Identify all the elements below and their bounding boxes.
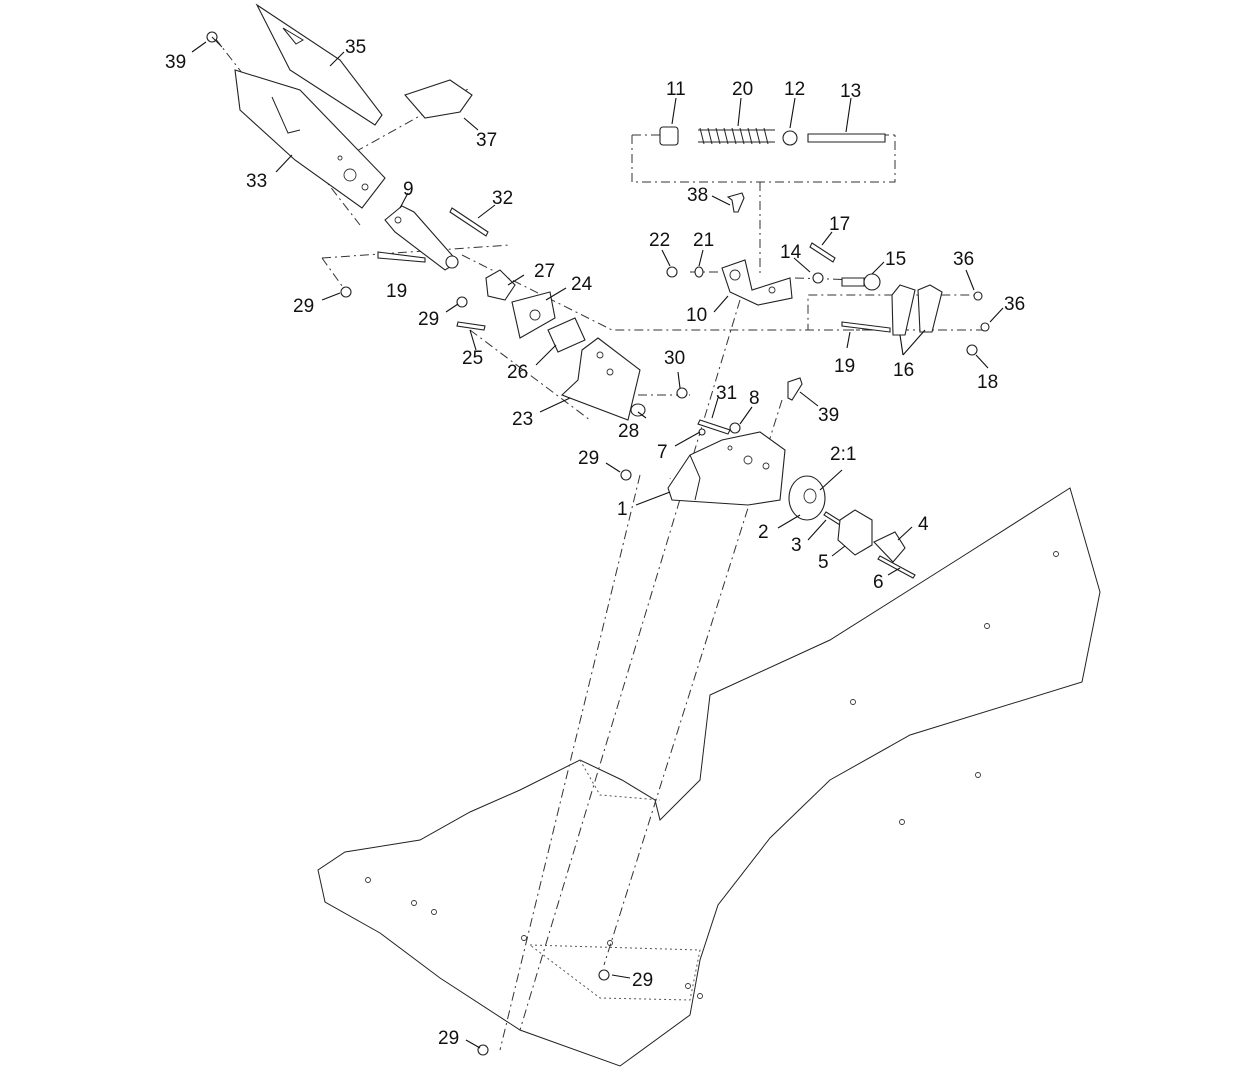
- switch-5: [837, 509, 873, 556]
- bolt-32: [449, 207, 489, 237]
- disc-2: [788, 475, 826, 521]
- callout-11: 11: [666, 79, 686, 100]
- bolt-19-left: [377, 251, 426, 263]
- callout-10: 10: [686, 305, 707, 326]
- callout-17: 17: [829, 214, 850, 235]
- callout-18: 18: [977, 372, 998, 393]
- nut-18: [966, 344, 978, 356]
- nut-36b: [980, 322, 990, 332]
- rod-end-15: [863, 273, 881, 291]
- nut-29c: [620, 469, 632, 481]
- spring-20: [698, 127, 775, 145]
- bolt-39-top: [206, 31, 223, 48]
- washer-21: [694, 266, 704, 278]
- callout-32: 32: [492, 188, 513, 209]
- callout-26: 26: [507, 362, 528, 383]
- callout-6: 6: [873, 572, 884, 593]
- callout-21: 21: [693, 230, 714, 251]
- callout-13: 13: [840, 81, 861, 102]
- callout-29: 29: [293, 296, 314, 317]
- callout-9: 9: [403, 179, 414, 200]
- callout-19: 19: [386, 281, 407, 302]
- callout-38: 38: [687, 185, 708, 206]
- nut-29a: [340, 286, 352, 298]
- bolt-8: [729, 422, 741, 434]
- plate-26: [547, 317, 586, 353]
- callout-5: 5: [818, 552, 829, 573]
- brackets-16: [891, 284, 943, 336]
- callout-7: 7: [657, 442, 668, 463]
- callout-28: 28: [618, 421, 639, 442]
- bushing-11: [659, 126, 679, 146]
- callout-25: 25: [462, 348, 483, 369]
- callout-36: 36: [1004, 294, 1025, 315]
- callout-39: 39: [165, 52, 186, 73]
- callout-3: 3: [791, 535, 802, 556]
- nut-14: [812, 272, 824, 284]
- nut-30: [676, 387, 688, 399]
- callout-29: 29: [418, 309, 439, 330]
- pedal-pad: [404, 79, 473, 119]
- callout-2-1: 2:1: [830, 444, 856, 465]
- bolt-19-right: [841, 321, 891, 333]
- bracket-23: [560, 337, 641, 421]
- callout-36: 36: [953, 249, 974, 270]
- pedal-top-plate: [255, 3, 383, 126]
- rod-13: [807, 133, 886, 143]
- callout-27: 27: [534, 261, 555, 282]
- callout-30: 30: [664, 348, 685, 369]
- pin-31: [697, 419, 731, 435]
- callout-20: 20: [732, 79, 753, 100]
- main-bracket-1: [667, 431, 786, 506]
- bracket-27: [485, 269, 516, 301]
- pin-25: [456, 321, 486, 331]
- nut-29b: [456, 296, 468, 308]
- callout-1: 1: [617, 499, 628, 520]
- leader-lines: [191, 41, 1004, 1049]
- callout-16: 16: [893, 360, 914, 381]
- nut-29e: [477, 1044, 489, 1056]
- callout-4: 4: [918, 514, 929, 535]
- callout-15: 15: [885, 249, 906, 270]
- nut-36a: [973, 291, 983, 301]
- nut-29d: [598, 969, 610, 981]
- callouts: 39 35 37 33 9 32 11 20 12 13 38 22 21 17…: [165, 37, 1025, 1049]
- callout-8: 8: [749, 388, 760, 409]
- callout-24: 24: [571, 274, 593, 295]
- floor-plate: [317, 487, 1101, 1067]
- callout-35: 35: [345, 37, 366, 58]
- callout-37: 37: [476, 130, 497, 151]
- callout-2: 2: [758, 522, 769, 543]
- pedal-body: [234, 69, 386, 209]
- bolt-38: [726, 192, 745, 213]
- rod-end-shaft: [841, 277, 865, 287]
- callout-29: 29: [438, 1028, 459, 1049]
- cover-4: [873, 531, 906, 563]
- callout-29: 29: [632, 970, 653, 991]
- callout-29: 29: [578, 448, 599, 469]
- plate-24: [511, 291, 556, 339]
- callout-31: 31: [716, 383, 737, 404]
- nut-22: [666, 266, 678, 278]
- bolt-17: [809, 242, 836, 263]
- callout-14: 14: [780, 242, 802, 263]
- callout-23: 23: [512, 409, 533, 430]
- washer-12: [782, 130, 798, 146]
- washer-28: [630, 403, 646, 417]
- callout-19: 19: [834, 356, 855, 377]
- callout-12: 12: [784, 79, 805, 100]
- callout-22: 22: [649, 230, 670, 251]
- callout-33: 33: [246, 171, 267, 192]
- callout-39: 39: [818, 405, 839, 426]
- bracket-10: [721, 259, 793, 306]
- screw-6: [877, 555, 916, 579]
- bolt-39-mid: [787, 377, 803, 401]
- pedal-arm: [384, 205, 459, 271]
